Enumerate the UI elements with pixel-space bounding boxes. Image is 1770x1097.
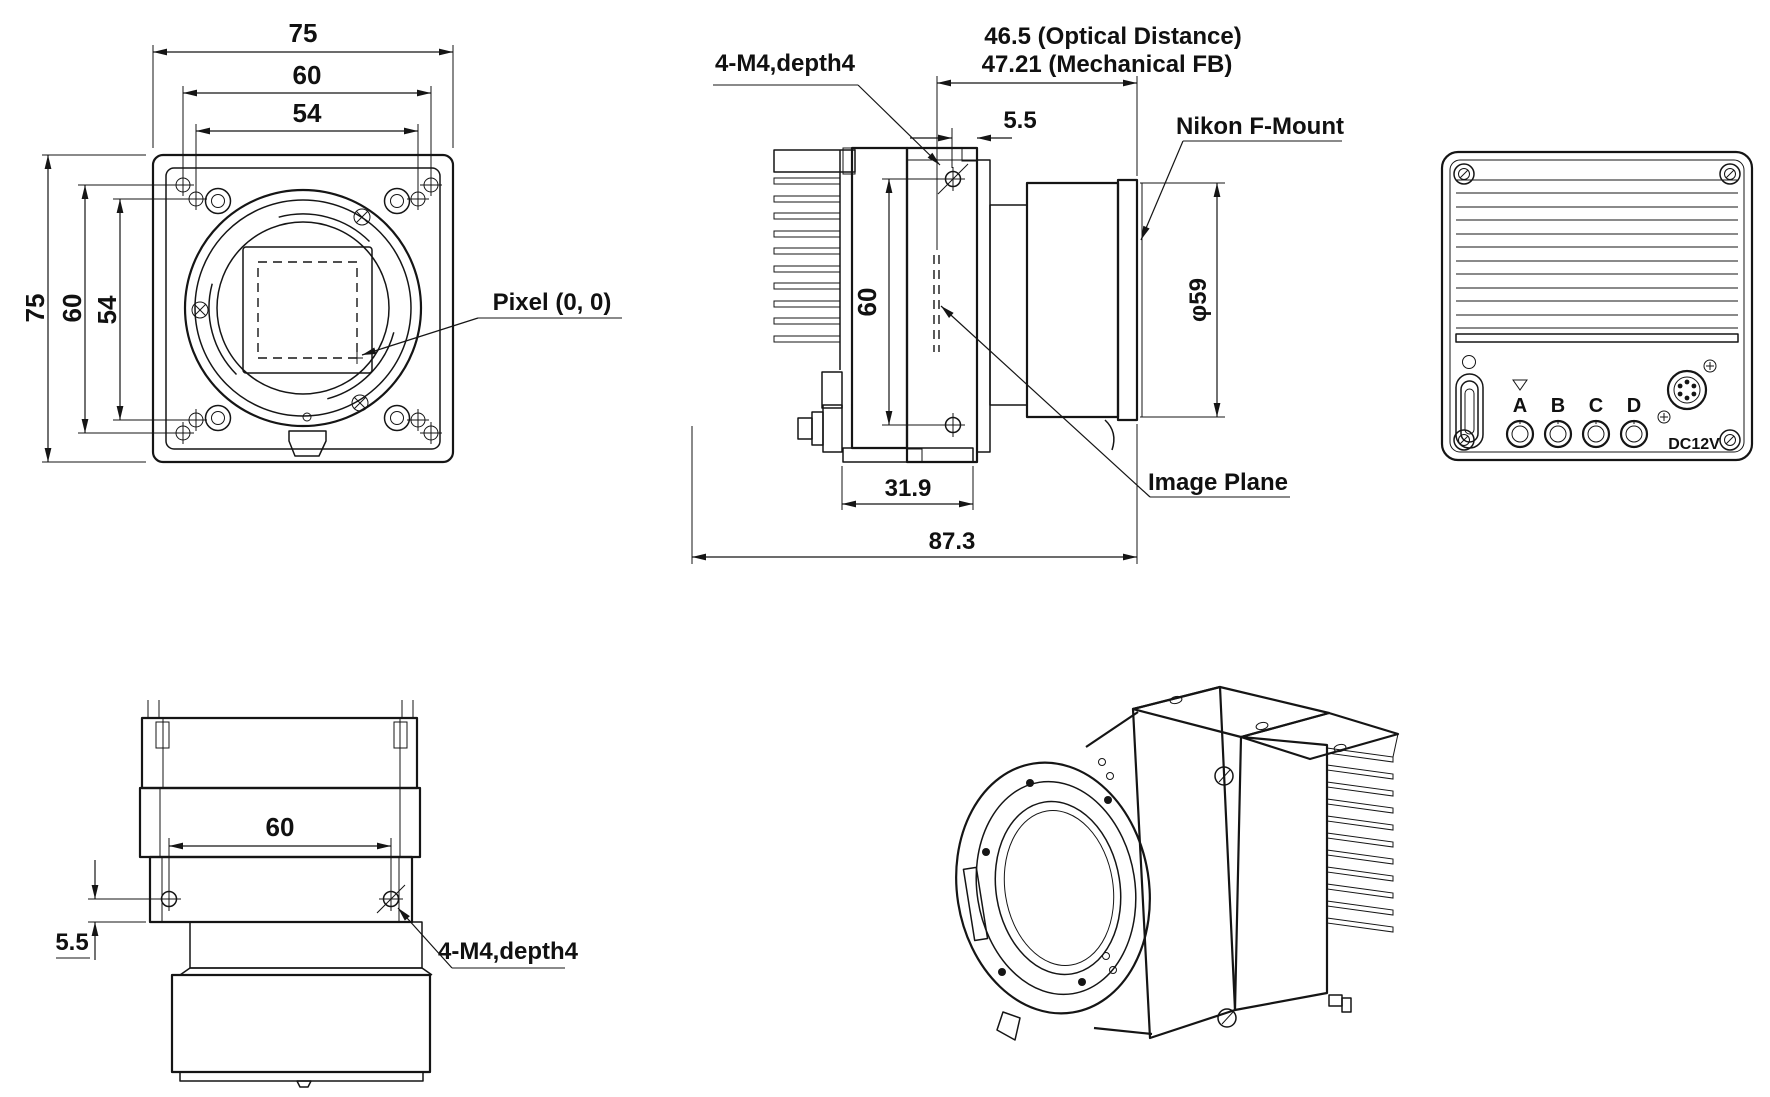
image-plane-line: [933, 255, 940, 352]
f-mount-ring: [183, 188, 423, 457]
port-label-d: D: [1627, 395, 1641, 417]
iso-front-plate: [1131, 685, 1237, 1040]
dim-60-left: 60: [57, 294, 87, 323]
dim-5-5-bottom: 5.5: [55, 929, 88, 956]
port-label-c: C: [1589, 395, 1603, 417]
iso-top-face: [1131, 685, 1331, 739]
front-left-dimensions: 75 60 54: [20, 154, 188, 463]
corner-screw-icon: [1453, 163, 1475, 185]
dim-60-side: 60: [852, 288, 882, 317]
dim-phi59: φ59: [1185, 278, 1212, 322]
pixel-origin-mark: [351, 352, 363, 364]
io-jack-d[interactable]: [1619, 419, 1649, 449]
dim-60-top: 60: [293, 60, 322, 90]
corner-screw-icon: [1719, 429, 1741, 451]
dc-power-connector[interactable]: [1657, 359, 1717, 424]
dim-optical-distance: 46.5 (Optical Distance): [984, 23, 1241, 50]
m4-hole-left: [156, 886, 182, 912]
iso-heatsink-fins: [1326, 733, 1399, 933]
screw-callout-label: 4-M4,depth4: [715, 50, 856, 77]
m4-hole-bottom: [940, 412, 966, 438]
bottom-heatsink-block: [140, 700, 419, 790]
bottom-lens-mount: [170, 921, 433, 1088]
bottom-dimensions: 60 5.5: [55, 812, 392, 960]
iso-view: [955, 685, 1400, 1041]
triangle-marker-icon: [1512, 379, 1528, 391]
release-lever: [1104, 419, 1115, 451]
iso-release-tab: [996, 1011, 1021, 1041]
iso-heatsink-top-plate: [1239, 711, 1400, 761]
bottom-bracket: [842, 447, 974, 463]
rear-panel-inner: [1449, 159, 1745, 453]
status-led: [1462, 355, 1476, 369]
port-label-b: B: [1551, 395, 1565, 417]
dim-75-left: 75: [20, 294, 50, 323]
front-top-dimensions: 75 60 54: [152, 18, 454, 190]
front-plate: [165, 167, 441, 450]
port-label-a: A: [1513, 395, 1527, 417]
bayonet-slot: [962, 866, 989, 942]
io-jack-a[interactable]: [1505, 419, 1535, 449]
side-callouts: 4-M4,depth4 Nikon F-Mount Image Plane: [713, 50, 1344, 498]
front-view: 75 60 54 75 60 54 Pixel (0, 0): [20, 18, 622, 464]
dim-54-top: 54: [293, 98, 322, 128]
side-view: 46.5 (Optical Distance) 47.21 (Mechanica…: [691, 23, 1344, 564]
dim-mechanical-fb: 47.21 (Mechanical FB): [982, 51, 1233, 78]
pixel-label: Pixel (0, 0): [493, 289, 612, 316]
image-plane-label: Image Plane: [1148, 469, 1288, 496]
rear-panel-outline: [1440, 150, 1754, 462]
corner-screw-icon: [1719, 163, 1741, 185]
mount-screw-icon: [353, 208, 371, 226]
heatsink-fins: [773, 147, 856, 370]
rear-connector: [797, 371, 843, 453]
side-dimensions: 46.5 (Optical Distance) 47.21 (Mechanica…: [691, 23, 1242, 564]
dim-75-top: 75: [289, 18, 318, 48]
bottom-screw-callout: 4-M4,depth4: [397, 907, 579, 969]
iso-lens-mount: [955, 761, 1151, 1041]
io-jack-c[interactable]: [1581, 419, 1611, 449]
bottom-view: 60 5.5 4-M4,depth4: [55, 700, 579, 1088]
lens-lock-bump: [288, 430, 327, 457]
nikon-f-mount-label: Nikon F-Mount: [1176, 113, 1344, 140]
iso-connector-tip: [1341, 997, 1352, 1013]
dim-5-5-side: 5.5: [1003, 107, 1036, 134]
dim-60-bottom: 60: [266, 812, 295, 842]
lens-release-pin: [302, 412, 312, 422]
bottom-front-plate: [148, 855, 414, 924]
io-jack-b[interactable]: [1543, 419, 1573, 449]
pixel-origin-callout: Pixel (0, 0): [361, 289, 622, 356]
lens-mount-side: [976, 159, 1143, 453]
rear-heatsink-lines: [1455, 179, 1739, 343]
sensor-plate: [242, 246, 373, 374]
camera-body-outline: [151, 153, 455, 464]
usb-c-port[interactable]: [1455, 373, 1484, 449]
dim-54-left: 54: [92, 295, 122, 324]
sensor-active-area: [257, 261, 358, 359]
dim-31-9: 31.9: [885, 475, 932, 502]
iso-body-side-face: [1233, 735, 1329, 1012]
iso-connector: [1328, 994, 1343, 1007]
screw-callout-label-bottom: 4-M4,depth4: [438, 938, 579, 965]
dc12v-label: DC12V: [1668, 436, 1720, 453]
rear-view: A B C D DC12V: [1440, 150, 1754, 462]
dim-87-3: 87.3: [929, 528, 976, 555]
